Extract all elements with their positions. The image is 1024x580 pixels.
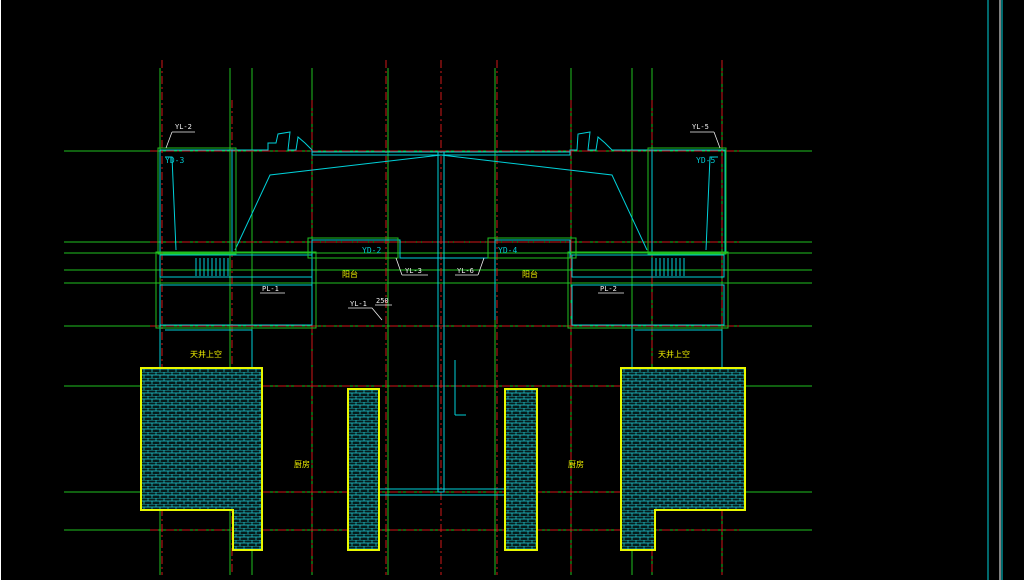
drawing-labels: YL-2 YL-5 YD-3 YD-5 YD-2 YD-4 YL-3 YL-6 … xyxy=(165,123,715,469)
label-yd3: YD-3 xyxy=(165,156,184,165)
label-yd5: YD-5 xyxy=(696,156,715,165)
green-wall-lines xyxy=(155,147,729,329)
label-kitchen-left: 厨房 xyxy=(294,459,310,469)
label-pl2: PL-2 xyxy=(600,285,617,293)
label-kitchen-right: 厨房 xyxy=(568,459,584,469)
label-balcony-left: 阳台 xyxy=(342,269,358,279)
label-void-left: 天井上空 xyxy=(190,349,222,359)
leader-lines xyxy=(165,131,721,321)
label-yl1: YL-1 xyxy=(350,300,367,308)
label-yl2: YL-2 xyxy=(175,123,192,131)
label-void-right: 天井上空 xyxy=(658,349,690,359)
label-yl5: YL-5 xyxy=(692,123,709,131)
label-yl6: YL-6 xyxy=(457,267,474,275)
label-yd2: YD-2 xyxy=(362,246,381,255)
label-yl3: YL-3 xyxy=(405,267,422,275)
label-balcony-right: 阳台 xyxy=(522,269,538,279)
cyan-wall-outlines xyxy=(159,131,726,496)
stair-hatching xyxy=(195,258,685,276)
label-dim-250: 250 xyxy=(376,297,389,305)
label-pl1: PL-1 xyxy=(262,285,279,293)
label-yd4: YD-4 xyxy=(498,246,517,255)
viewport-frame xyxy=(0,0,1003,580)
brick-walls xyxy=(140,367,746,551)
